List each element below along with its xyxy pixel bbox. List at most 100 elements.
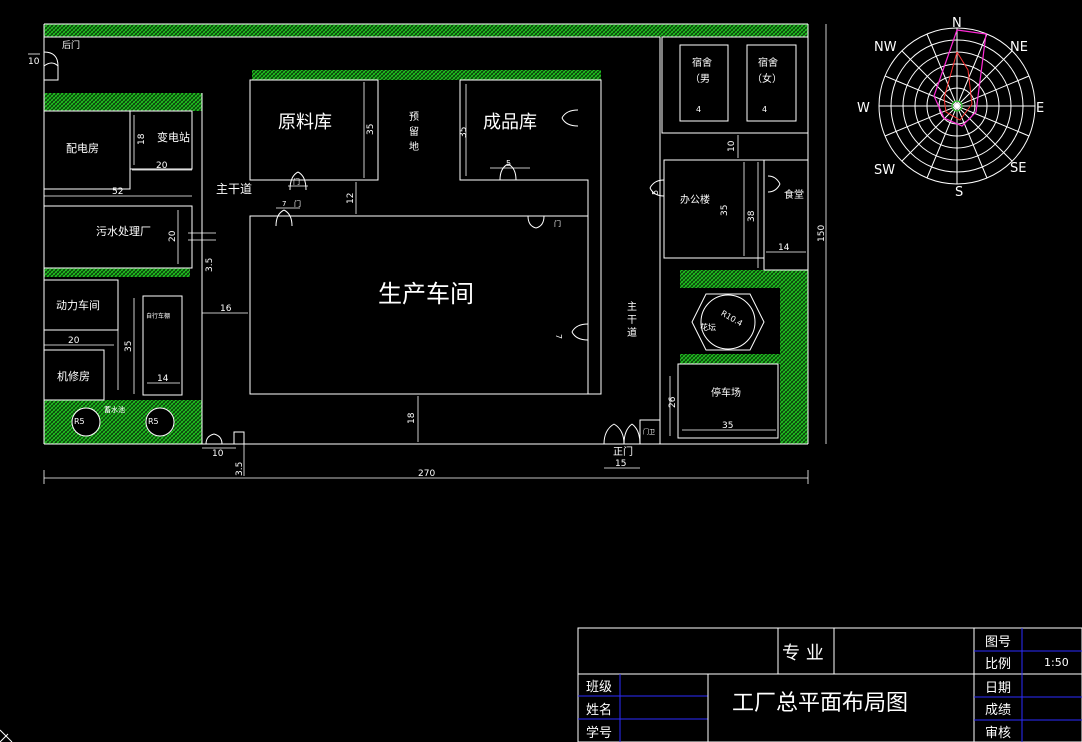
svg-text:35: 35 <box>124 341 134 352</box>
substation: 变电站 18 20 <box>129 110 193 171</box>
svg-text:比例: 比例 <box>985 657 1011 672</box>
svg-text:16: 16 <box>220 304 232 314</box>
svg-text:10: 10 <box>212 449 224 459</box>
svg-text:地: 地 <box>409 140 419 153</box>
svg-text:班级: 班级 <box>586 680 612 695</box>
bicycle-shed: 自行车棚 35 14 <box>124 295 183 396</box>
sewage-treatment-plant: 污水处理厂 20 3.5 <box>43 205 216 272</box>
svg-text:（男: （男 <box>690 73 710 85</box>
svg-text:26: 26 <box>668 396 678 408</box>
svg-text:7: 7 <box>282 200 286 208</box>
title-block: 专 业 班级 姓名 学号 工厂总平面布局图 图号 比例 1:50 日期 成绩 审… <box>577 627 1082 742</box>
svg-text:配电房: 配电房 <box>66 142 99 155</box>
svg-text:专 业: 专 业 <box>782 643 824 664</box>
svg-text:留: 留 <box>409 125 419 138</box>
svg-text:门: 门 <box>554 219 561 228</box>
svg-text:35: 35 <box>720 205 730 216</box>
svg-text:后门: 后门 <box>62 39 80 51</box>
svg-text:1:50: 1:50 <box>1044 656 1069 669</box>
svg-text:R5: R5 <box>74 417 85 426</box>
svg-text:停车场: 停车场 <box>711 386 741 399</box>
dormitory-zone: 宿舍 （男 4 宿舍 （女） 4 <box>661 36 809 134</box>
svg-text:SW: SW <box>874 163 895 178</box>
green-belts <box>44 24 808 444</box>
svg-text:门: 门 <box>294 199 301 208</box>
production-workshop: 生产车间 7 门 门 7 <box>249 199 589 395</box>
svg-text:18: 18 <box>137 133 147 145</box>
svg-text:10: 10 <box>727 140 737 152</box>
svg-text:150: 150 <box>817 225 827 242</box>
svg-text:5: 5 <box>651 190 660 195</box>
svg-text:3.5: 3.5 <box>235 462 245 476</box>
svg-text:成绩: 成绩 <box>985 703 1011 718</box>
svg-text:35: 35 <box>722 421 733 431</box>
svg-text:W: W <box>857 101 870 116</box>
svg-text:4: 4 <box>762 105 767 114</box>
svg-text:食堂: 食堂 <box>784 188 804 201</box>
svg-text:35: 35 <box>459 127 469 138</box>
svg-text:日期: 日期 <box>985 681 1011 696</box>
svg-text:学号: 学号 <box>586 725 612 741</box>
svg-text:14: 14 <box>778 243 790 253</box>
svg-text:主: 主 <box>627 301 637 313</box>
svg-text:12: 12 <box>346 193 356 204</box>
back-gate: 后门 10 <box>28 39 80 81</box>
water-pools: R5 R5 蓄水池 <box>71 405 175 437</box>
svg-text:14: 14 <box>157 374 169 384</box>
finished-goods-warehouse: 成品库 35 5 <box>459 79 602 395</box>
svg-text:图号: 图号 <box>985 635 1011 650</box>
svg-text:正门: 正门 <box>613 445 633 458</box>
svg-text:（女）: （女） <box>752 72 782 85</box>
svg-text:R10.4: R10.4 <box>719 309 744 328</box>
svg-text:动力车间: 动力车间 <box>56 298 100 312</box>
svg-text:3.5: 3.5 <box>205 258 215 272</box>
svg-text:E: E <box>1036 101 1044 116</box>
crosshair-cursor-icon <box>0 729 13 742</box>
svg-text:4: 4 <box>696 105 701 114</box>
svg-text:SE: SE <box>1010 161 1026 176</box>
svg-text:污水处理厂: 污水处理厂 <box>96 225 151 238</box>
svg-text:宿舍: 宿舍 <box>692 56 712 69</box>
svg-text:原料库: 原料库 <box>278 112 332 133</box>
svg-text:预: 预 <box>409 111 419 123</box>
canteen: 食堂 38 14 <box>747 159 809 271</box>
svg-text:18: 18 <box>407 412 417 424</box>
svg-text:10: 10 <box>28 57 40 67</box>
svg-text:NW: NW <box>874 40 897 55</box>
svg-text:门卫: 门卫 <box>643 428 655 436</box>
parking-lot: 停车场 26 35 <box>668 363 779 439</box>
svg-text:NE: NE <box>1010 40 1028 55</box>
small-gate-bottom-left: 10 3.5 <box>202 431 245 476</box>
repair-room: 机修房 <box>43 349 105 401</box>
svg-text:5: 5 <box>506 159 511 168</box>
svg-text:花坛: 花坛 <box>700 322 716 332</box>
svg-text:工厂总平面布局图: 工厂总平面布局图 <box>732 691 908 716</box>
flower-bed: 花坛 R10.4 <box>691 293 765 351</box>
svg-text:20: 20 <box>156 161 168 171</box>
main-road-vertical-label: 主 干 道 <box>627 301 637 339</box>
svg-text:宿舍: 宿舍 <box>758 56 778 69</box>
svg-text:20: 20 <box>168 230 178 242</box>
distribution-room: 配电房 <box>43 110 131 190</box>
svg-text:38: 38 <box>747 210 757 222</box>
svg-text:道: 道 <box>627 326 637 339</box>
svg-text:20: 20 <box>68 336 80 346</box>
svg-text:52: 52 <box>112 187 123 197</box>
svg-text:蓄水池: 蓄水池 <box>104 405 125 414</box>
reserved-land: 预 留 地 <box>409 111 419 153</box>
svg-text:15: 15 <box>615 459 626 469</box>
svg-text:R5: R5 <box>148 417 159 426</box>
svg-text:办公楼: 办公楼 <box>680 193 710 206</box>
svg-text:35: 35 <box>366 124 376 135</box>
main-gate: 门卫 正门 15 <box>603 419 661 469</box>
svg-text:审核: 审核 <box>985 726 1011 741</box>
svg-text:成品库: 成品库 <box>483 112 537 133</box>
svg-text:姓名: 姓名 <box>586 702 612 718</box>
svg-text:270: 270 <box>418 469 435 479</box>
svg-text:干: 干 <box>627 315 637 326</box>
svg-text:门: 门 <box>293 177 300 186</box>
raw-material-warehouse: 原料库 35 门 <box>249 79 379 191</box>
svg-text:生产车间: 生产车间 <box>378 280 474 308</box>
main-road-label: 主干道 <box>216 182 252 196</box>
